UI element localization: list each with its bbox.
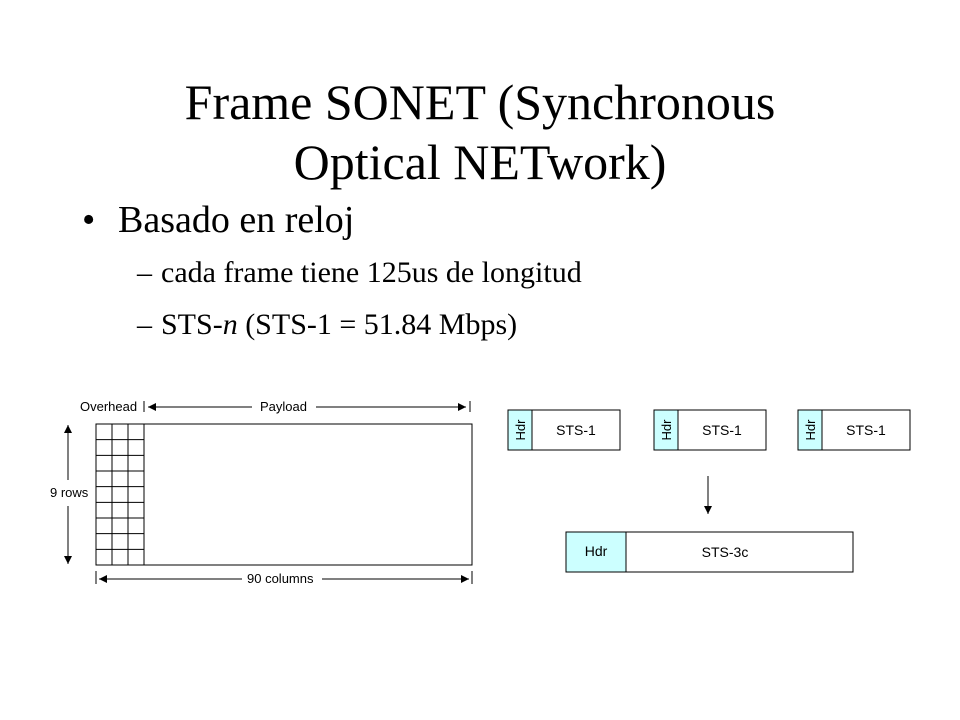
- sts1-box-2: Hdr STS-1: [653, 409, 767, 451]
- bullet-main-text: Basado en reloj: [118, 199, 355, 241]
- sts1-box-3: Hdr STS-1: [797, 409, 911, 451]
- rows-label: 9 rows: [50, 485, 89, 500]
- sts1-label: STS-1: [846, 422, 886, 438]
- slide-title: Frame SONET (Synchronous Optical NETwork…: [0, 72, 960, 192]
- frame-outline: [95, 423, 473, 566]
- sub-bullet-1-text: cada frame tiene 125us de longitud: [161, 256, 582, 289]
- title-line-1: Frame SONET (Synchronous: [184, 74, 776, 130]
- sts3c-payload-cell: [625, 531, 854, 573]
- sub-bullet-2-n: n: [222, 308, 238, 341]
- sub-bullet-2-prefix: STS-: [161, 308, 223, 341]
- sts1-box-1: Hdr STS-1: [507, 409, 621, 451]
- sts1-payload-cell: [531, 409, 621, 451]
- sub-bullet-dash: –: [137, 256, 152, 289]
- sub-bullet-dash: –: [137, 308, 152, 341]
- sts1-hdr-label: Hdr: [803, 419, 818, 441]
- title-line-2: Optical NETwork): [293, 134, 667, 190]
- payload-label: Payload: [260, 399, 307, 414]
- columns-label: 90 columns: [247, 571, 314, 586]
- bullet-main: • Basado en reloj: [82, 196, 354, 244]
- sts1-hdr-label: Hdr: [513, 419, 528, 441]
- bullet-dot: •: [82, 199, 96, 241]
- frame-structure: [95, 423, 473, 566]
- sts1-label: STS-1: [556, 422, 596, 438]
- sts1-label: STS-1: [702, 422, 742, 438]
- sub-bullet-2: –STS-n (STS-1 = 51.84 Mbps): [137, 306, 517, 344]
- sts1-payload-cell: [677, 409, 767, 451]
- sts1-payload-cell: [821, 409, 911, 451]
- sts1-hdr-label: Hdr: [659, 419, 674, 441]
- sts3c-hdr-label: Hdr: [585, 543, 608, 559]
- sts3c-label: STS-3c: [702, 544, 749, 560]
- sts1-hdr-cell: [797, 409, 823, 451]
- sts1-hdr-cell: [653, 409, 679, 451]
- sub-bullet-1: –cada frame tiene 125us de longitud: [137, 254, 582, 292]
- overhead-label: Overhead: [80, 399, 137, 414]
- bullet-list: • Basado en reloj –cada frame tiene 125us…: [82, 196, 582, 344]
- sts1-hdr-cell: [507, 409, 533, 451]
- overhead-grid: [96, 424, 145, 565]
- sts3c-hdr-cell: [565, 531, 627, 573]
- sts3c-box: Hdr STS-3c: [565, 531, 854, 573]
- sub-bullet-2-rest: (STS-1 = 51.84 Mbps): [237, 308, 518, 341]
